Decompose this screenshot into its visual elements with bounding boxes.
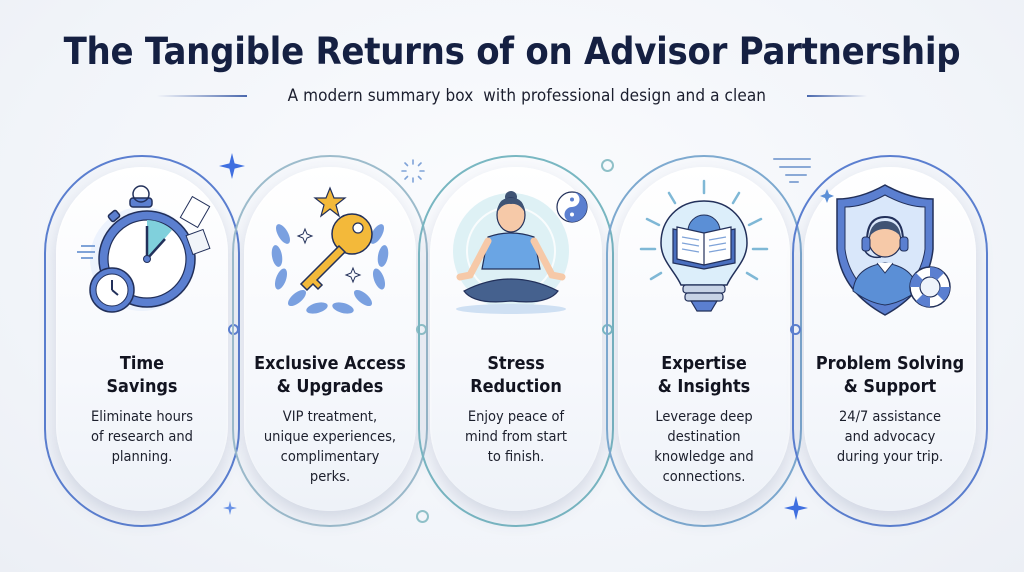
card-title: Expertise & Insights bbox=[614, 353, 794, 399]
sparkle-icon bbox=[784, 496, 808, 520]
key-laurel-icon bbox=[244, 179, 416, 329]
card-title-line: Exclusive Access bbox=[254, 354, 406, 374]
meditation-icon bbox=[430, 179, 602, 329]
card-description: Eliminate hours of research and planning… bbox=[90, 409, 194, 465]
card-title-line: & Upgrades bbox=[276, 377, 384, 397]
card-description: 24/7 assistance and advocacy during your… bbox=[836, 409, 944, 465]
stopwatch-icon bbox=[56, 179, 228, 329]
subtitle-divider-right bbox=[806, 95, 867, 97]
card-title-line: Reduction bbox=[470, 377, 562, 397]
card-ring bbox=[606, 155, 802, 527]
card-description: VIP treatment, unique experiences, compl… bbox=[263, 409, 397, 485]
lines-icon bbox=[773, 158, 811, 183]
subtitle-divider-left bbox=[157, 95, 248, 97]
sparkle-icon bbox=[223, 501, 237, 515]
card-ring bbox=[44, 155, 240, 527]
card-title-line: Expertise bbox=[661, 354, 747, 374]
card-title: Time Savings bbox=[52, 353, 232, 399]
card-ring bbox=[232, 155, 428, 527]
burst-icon bbox=[401, 159, 425, 183]
card-title: Exclusive Access & Upgrades bbox=[240, 353, 420, 399]
benefit-card-problem-solving: Problem Solving & Support 24/7 assistanc… bbox=[792, 155, 988, 527]
card-description: Enjoy peace of mind from start to finish… bbox=[465, 409, 567, 465]
card-title-line: & Insights bbox=[657, 377, 751, 397]
card-title: Problem Solving & Support bbox=[800, 353, 980, 399]
benefit-card-expertise-insights: Expertise & Insights Leverage deep desti… bbox=[606, 155, 802, 527]
support-shield-icon bbox=[804, 179, 976, 329]
ring-dot bbox=[601, 159, 614, 172]
card-title-line: Stress bbox=[487, 354, 545, 374]
sparkle-icon bbox=[219, 153, 245, 179]
page-title: The Tangible Returns of on Advisor Partn… bbox=[63, 30, 961, 73]
page-subtitle: A modern summary box with professional d… bbox=[287, 86, 767, 106]
lightbulb-book-icon bbox=[618, 179, 790, 329]
benefit-card-time-savings: Time Savings Eliminate hours of research… bbox=[44, 155, 240, 527]
card-ring bbox=[418, 155, 614, 527]
benefit-card-stress-reduction: Stress Reduction Enjoy peace of mind fro… bbox=[418, 155, 614, 527]
card-title-line: & Support bbox=[843, 377, 937, 397]
card-title: Stress Reduction bbox=[426, 353, 606, 399]
ring-dot bbox=[416, 510, 429, 523]
connector-node bbox=[416, 324, 427, 335]
connector-node bbox=[790, 324, 801, 335]
card-title-line: Problem Solving bbox=[815, 354, 965, 374]
subtitle-row: A modern summary box with professional d… bbox=[0, 86, 1024, 106]
card-title-line: Savings bbox=[106, 377, 178, 397]
card-description: Leverage deep destination knowledge and … bbox=[654, 409, 754, 485]
benefit-card-exclusive-access: Exclusive Access & Upgrades VIP treatmen… bbox=[232, 155, 428, 527]
card-ring bbox=[792, 155, 988, 527]
card-body bbox=[244, 167, 416, 511]
card-title-line: Time bbox=[119, 354, 165, 374]
